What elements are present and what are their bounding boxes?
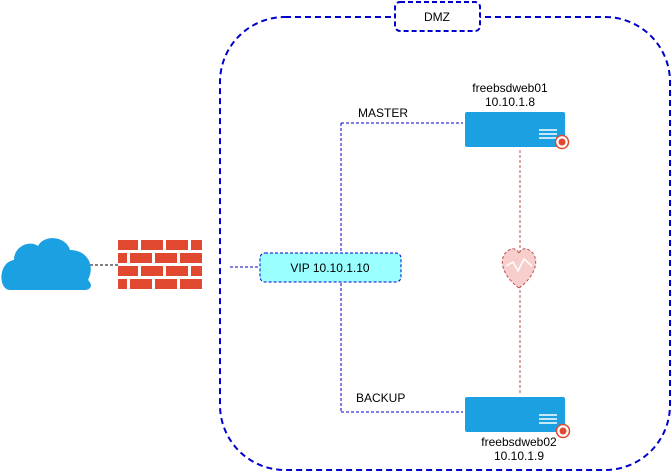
server-master — [465, 112, 570, 150]
firewall-icon — [118, 240, 202, 289]
server-backup — [465, 397, 571, 439]
alert-badge-icon — [555, 423, 571, 439]
alert-badge-icon — [554, 134, 570, 150]
server-backup-ip: 10.10.1.9 — [494, 449, 544, 463]
dmz-label-box — [394, 1, 481, 32]
vip-label: VIP 10.10.1.10 — [290, 261, 370, 275]
server-master-name: freebsdweb01 — [472, 81, 548, 95]
backup-role-label: BACKUP — [356, 391, 405, 405]
dmz-label: DMZ — [424, 10, 450, 24]
server-master-ip: 10.10.1.8 — [485, 95, 535, 109]
dmz-zone-boundary — [219, 16, 671, 471]
cloud-icon — [1, 238, 91, 290]
server-vent-icon — [539, 414, 557, 424]
heart-icon — [501, 248, 537, 289]
server-backup-name: freebsdweb02 — [481, 435, 557, 449]
vip-box — [259, 252, 402, 283]
master-role-label: MASTER — [358, 106, 408, 120]
server-vent-icon — [539, 129, 557, 139]
